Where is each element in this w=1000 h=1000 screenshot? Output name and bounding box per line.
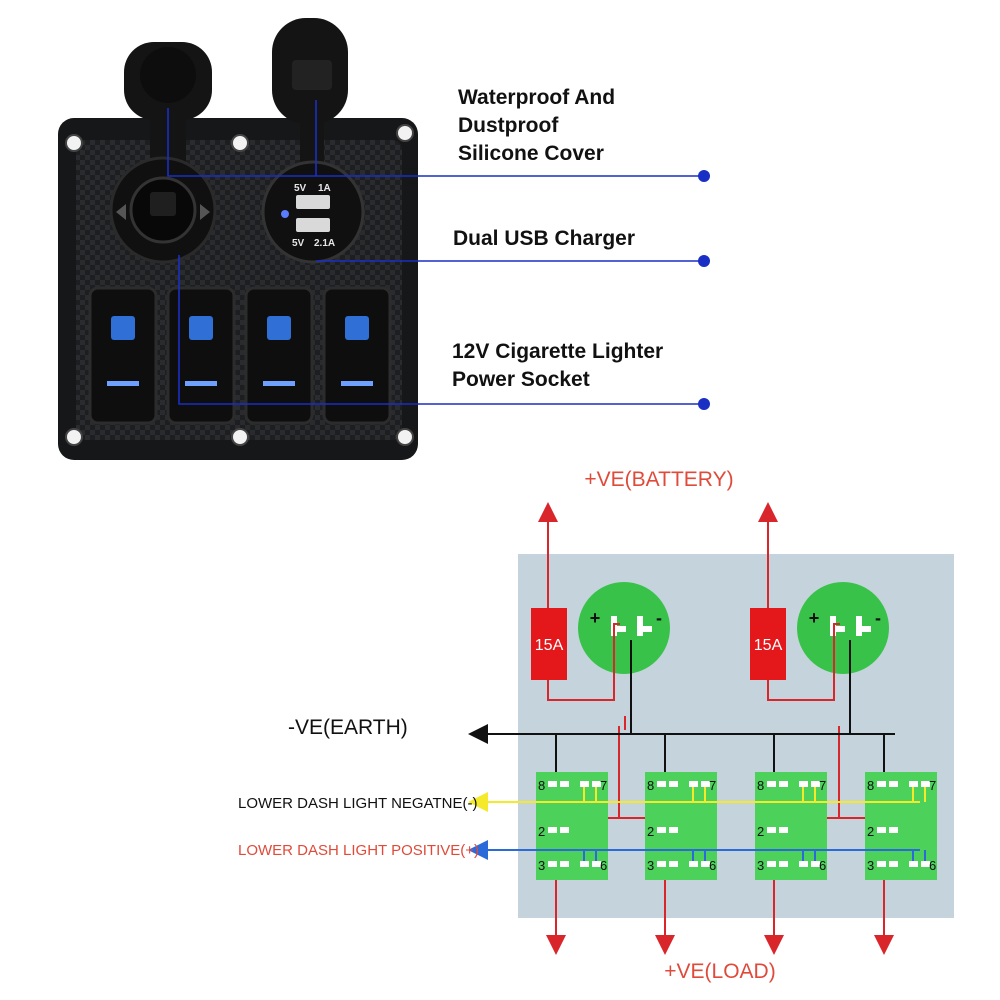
fuse-right: 15A	[750, 608, 786, 680]
usb-charger: 5V 1A 5V 2.1A	[261, 160, 365, 264]
pos-dash-label: LOWER DASH LIGHT POSITIVE(+)	[238, 842, 479, 859]
usb-label-bottom-left: 5V	[292, 238, 305, 249]
pin-6-s1: 6	[600, 858, 607, 873]
pin-2-s1: 2	[538, 824, 545, 839]
callout-cover-line1: Waterproof And	[458, 86, 616, 109]
fuse-right-label: 15A	[754, 637, 783, 654]
fuse-left-label: 15A	[535, 637, 564, 654]
usb-led	[281, 210, 289, 218]
pin-8-s3: 8	[757, 778, 764, 793]
load-label: +VE(LOAD)	[664, 960, 775, 983]
usb-label-bottom-right: 2.1A	[314, 238, 335, 249]
pin-3-s3: 3	[757, 858, 764, 873]
callout-dot-socket	[698, 398, 710, 410]
callout-dot-usb	[698, 255, 710, 267]
pin-8-s2: 8	[647, 778, 654, 793]
pin-6-s2: 6	[709, 858, 716, 873]
callout-usb: Dual USB Charger	[453, 225, 635, 253]
pin-numbers: 8 7 2 3 6 8 7 2 3 6 8 7 2 3 6 8 7 2 3 6	[538, 778, 936, 873]
socket-left: + -	[578, 582, 670, 674]
red-wires	[546, 623, 894, 955]
usb-label-top-right: 1A	[318, 183, 331, 194]
earth-wires	[468, 640, 895, 772]
rocker-switch-2	[166, 286, 236, 425]
rocker-switch-1	[88, 286, 158, 425]
pin-8-s4: 8	[867, 778, 874, 793]
callout-lines	[167, 100, 702, 405]
neg-dash-wire	[468, 787, 926, 812]
battery-label: +VE(BATTERY)	[584, 468, 733, 491]
pin-contacts	[548, 781, 930, 867]
pos-dash-wire	[468, 840, 926, 861]
neg-dash-label: LOWER DASH LIGHT NEGATNE(-)	[238, 795, 477, 812]
battery-wires	[538, 502, 778, 608]
callout-usb-text: Dual USB Charger	[453, 227, 636, 250]
callout-socket: 12V Cigarette Lighter Power Socket	[452, 338, 663, 394]
mounting-screws	[65, 124, 414, 446]
pin-3-s2: 3	[647, 858, 654, 873]
earth-label: -VE(EARTH)	[288, 716, 408, 739]
socket-right: + -	[797, 582, 889, 674]
socket-right-plus: +	[809, 608, 820, 628]
pin-7-s2: 7	[709, 778, 716, 793]
socket-right-minus: -	[875, 608, 881, 628]
callout-dot-cover	[698, 170, 710, 182]
pin-7-s4: 7	[929, 778, 936, 793]
pin-6-s3: 6	[819, 858, 826, 873]
pin-3-s1: 3	[538, 858, 545, 873]
callout-cover: Waterproof And Dustproof Silicone Cover	[458, 84, 615, 168]
pin-2-s3: 2	[757, 824, 764, 839]
pin-7-s1: 7	[600, 778, 607, 793]
rocker-switch-3	[244, 286, 314, 425]
socket-left-plus: +	[590, 608, 601, 628]
switch-panel-illustration: 5V 1A 5V 2.1A	[58, 18, 710, 460]
cigarette-socket	[109, 156, 217, 264]
usb-label-top-left: 5V	[294, 183, 307, 194]
pin-2-s2: 2	[647, 824, 654, 839]
callout-line-socket	[178, 255, 702, 405]
callout-cover-line3: Silicone Cover	[458, 142, 604, 165]
rocker-switch-4	[322, 286, 392, 425]
callout-socket-line1: 12V Cigarette Lighter	[452, 340, 664, 363]
pin-2-s4: 2	[867, 824, 874, 839]
callout-line-cover	[167, 108, 702, 177]
callout-cover-line2: Dustproof	[458, 114, 559, 137]
callout-socket-line2: Power Socket	[452, 368, 590, 391]
pin-8-s1: 8	[538, 778, 545, 793]
pin-3-s4: 3	[867, 858, 874, 873]
pin-6-s4: 6	[929, 858, 936, 873]
silicone-cover-right	[272, 18, 348, 168]
pin-7-s3: 7	[819, 778, 826, 793]
socket-left-minus: -	[656, 608, 662, 628]
fuse-left: 15A	[531, 608, 567, 680]
